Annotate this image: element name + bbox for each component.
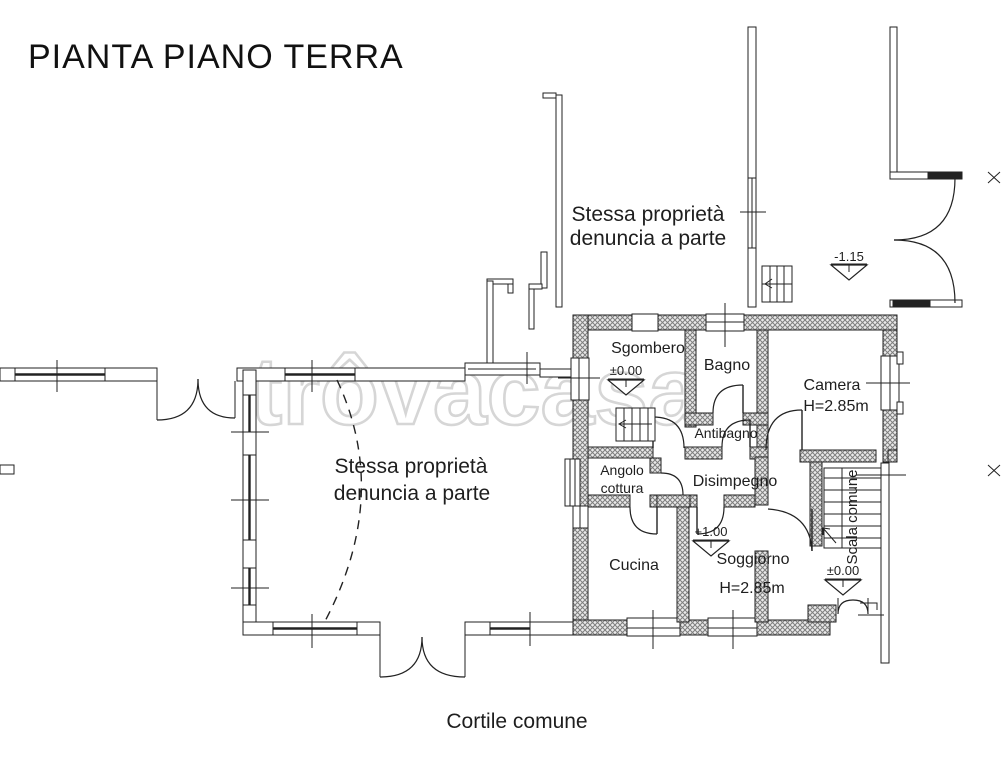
left-area-note-line1: Stessa proprietà: [335, 455, 488, 478]
stairs-north-icon: [761, 265, 793, 303]
level-marker-sgombero: ±0.00: [606, 363, 646, 396]
room-label-bagno: Bagno: [704, 357, 750, 374]
double-door-north-icon: [156, 378, 236, 421]
door-angolo-icon: [660, 472, 684, 496]
room-height-camera: H=2.85m: [803, 398, 868, 415]
room-label-angolo-line1: Angolo: [600, 462, 644, 478]
level-marker-soggiorno: +1.00: [691, 524, 731, 557]
room-label-antibagno: Antibagno: [694, 425, 757, 441]
level-value: +1.00: [695, 524, 728, 539]
exterior-thin-walls: [0, 26, 963, 664]
label-cortile-comune: Cortile comune: [446, 710, 587, 733]
label-scala-comune: Scala comune: [844, 469, 861, 564]
page-title: PIANTA PIANO TERRA: [28, 38, 404, 76]
door-bagno-icon: [712, 384, 744, 414]
double-door-scala-icon: [837, 598, 869, 615]
room-label-soggiorno: Soggiorno: [717, 551, 790, 568]
level-value: ±0.00: [610, 363, 642, 378]
door-lobby-icon: [767, 508, 813, 552]
double-door-east-icon: [893, 177, 956, 304]
room-label-camera: Camera: [804, 377, 861, 394]
door-cucina-icon: [629, 506, 658, 535]
level-marker-stair-landing: ±0.00: [823, 563, 863, 596]
door-antibagno-icon: [721, 419, 751, 448]
upper-area-note-line1: Stessa proprietà: [572, 203, 725, 226]
level-value: -1.15: [834, 249, 864, 264]
level-value: ±0.00: [827, 563, 859, 578]
double-door-south-icon: [379, 635, 466, 678]
level-marker-north-entrance: -1.15: [829, 249, 869, 281]
stairs-scala-comune-icon: [822, 467, 906, 549]
room-label-angolo-line2: cottura: [601, 480, 644, 496]
room-label-disimpegno: Disimpegno: [693, 473, 778, 490]
dashed-opening-arc: [322, 379, 363, 626]
upper-area-note-line2: denuncia a parte: [570, 227, 726, 250]
left-area-note-line2: denuncia a parte: [334, 482, 490, 505]
section-mark-icon: [987, 171, 1001, 477]
apartment-walls: [558, 303, 910, 649]
door-soggiorno-icon: [696, 506, 725, 535]
room-height-soggiorno: H=2.85m: [719, 580, 784, 597]
stairs-internal-icon: [615, 407, 656, 442]
door-camera-icon: [765, 409, 803, 451]
room-label-cucina: Cucina: [609, 557, 659, 574]
room-label-sgombero: Sgombero: [611, 340, 685, 357]
door-symbols: [156, 177, 956, 678]
